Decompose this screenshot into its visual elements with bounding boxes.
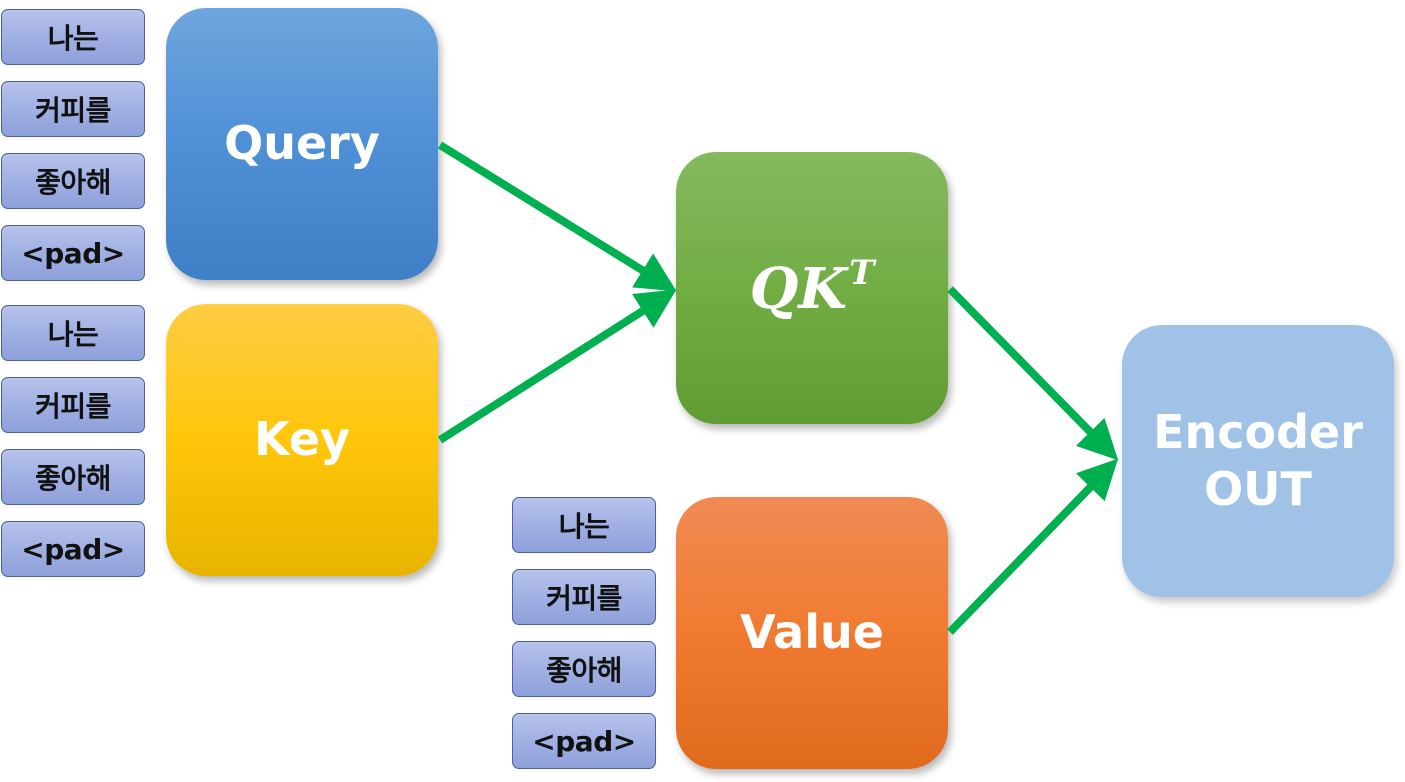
query-token: 좋아해	[1, 153, 145, 209]
query-block: Query	[166, 8, 438, 280]
key-token: 나는	[1, 305, 145, 361]
encoder-out-block: Encoder OUT	[1122, 325, 1394, 597]
query-token: 커피를	[1, 81, 145, 137]
value-token: 커피를	[512, 569, 656, 625]
query-token: <pad>	[1, 225, 145, 281]
value-token: 나는	[512, 497, 656, 553]
value-token: <pad>	[512, 713, 656, 769]
query-to-qk-arrow	[437, 141, 677, 292]
key-label: Key	[253, 412, 351, 467]
key-token: 좋아해	[1, 449, 145, 505]
key-token: 커피를	[1, 377, 145, 433]
query-label: Query	[224, 116, 380, 171]
key-to-qk-arrow	[437, 289, 677, 444]
value-block: Value	[676, 497, 948, 769]
encoder-out-label: Encoder OUT	[1153, 404, 1363, 519]
key-block: Key	[166, 304, 438, 576]
qk-transpose-block: QKT	[676, 152, 948, 424]
value-to-encoder-arrow	[947, 458, 1119, 635]
qk-to-encoder-arrow	[947, 286, 1119, 461]
query-token: 나는	[1, 9, 145, 65]
value-token: 좋아해	[512, 641, 656, 697]
qk-transpose-label: QKT	[750, 252, 875, 324]
transpose-superscript: T	[849, 253, 875, 293]
encoder-label-line1: Encoder	[1153, 404, 1363, 459]
encoder-label-line2: OUT	[1204, 462, 1312, 516]
value-label: Value	[740, 605, 884, 660]
qk-base: QK	[749, 256, 848, 322]
key-token: <pad>	[1, 521, 145, 577]
